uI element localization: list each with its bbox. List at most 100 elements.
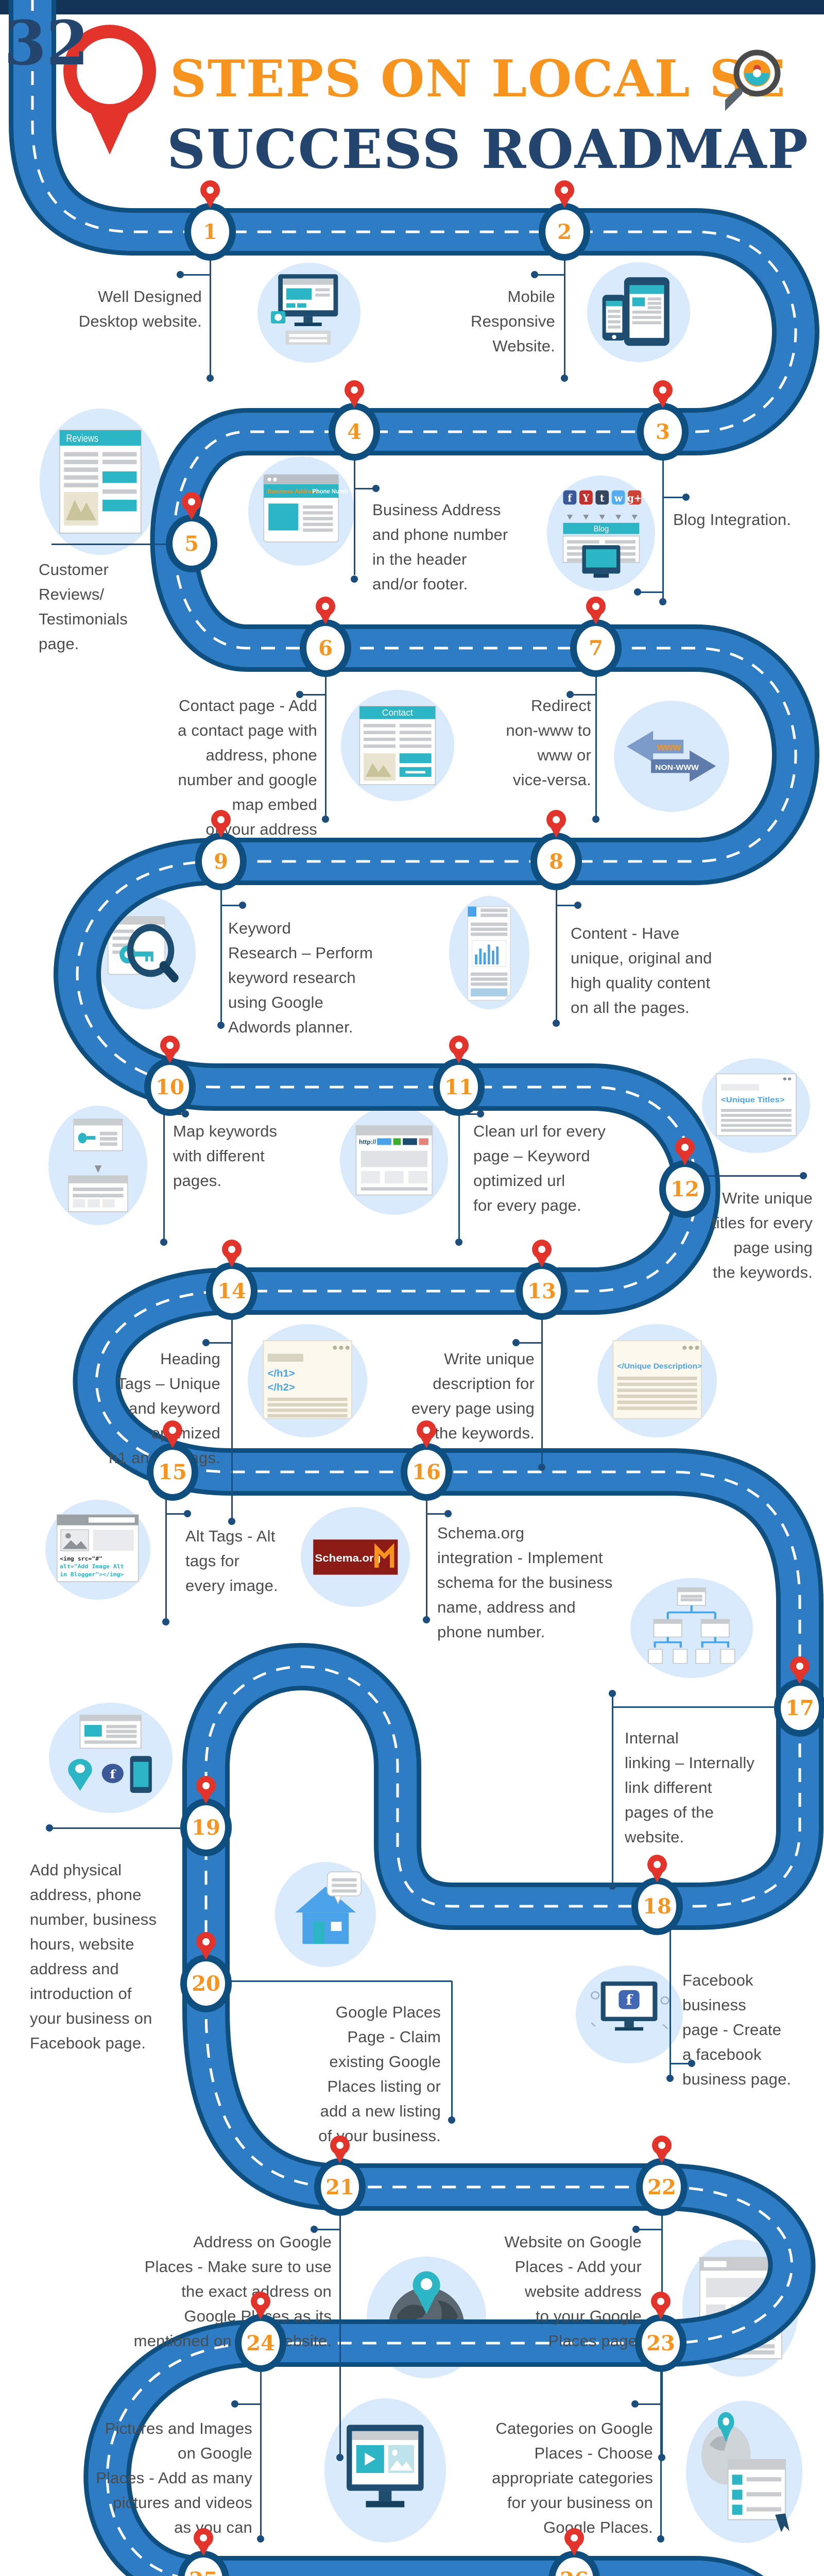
step-number: 25 xyxy=(189,2568,218,2576)
step-connector xyxy=(296,691,303,698)
step-15-text: Alt Tags - Alt tags for every image. xyxy=(185,1527,278,1595)
map-pin-icon xyxy=(182,492,201,512)
badge-circle: 19 xyxy=(187,1805,225,1850)
step-connector xyxy=(183,274,210,276)
map-pin-icon xyxy=(222,1240,242,1259)
schema-icon: Schema.org xyxy=(301,1507,410,1607)
step-connector xyxy=(231,1980,452,1982)
step-4-text: Business Address and phone number in the… xyxy=(372,501,508,594)
step-16-text: Schema.org integration - Implement schem… xyxy=(437,1524,613,1641)
step-connector xyxy=(239,902,246,909)
step-connector xyxy=(311,2226,318,2233)
step-connector xyxy=(682,494,690,501)
step-17-text: Internal linking – Internally link diffe… xyxy=(625,1729,755,1846)
step-connector xyxy=(209,246,211,375)
map-pin-tail xyxy=(215,827,227,838)
map-pin-tail xyxy=(657,398,668,408)
content-doc-icon xyxy=(449,896,529,1009)
step-10-text: Map keywords with different pages. xyxy=(173,1122,278,1190)
map-pin-tail xyxy=(590,614,602,624)
step-count: 32 xyxy=(4,7,89,79)
map-pin-tail xyxy=(334,2153,346,2163)
map-pin-tail xyxy=(651,1872,663,1883)
map-pin-icon xyxy=(345,380,364,400)
svg-text:Reviews: Reviews xyxy=(66,432,99,444)
svg-text:g+: g+ xyxy=(627,492,641,504)
step-connector xyxy=(184,1510,191,1517)
unique-description-icon: </Unique Description> xyxy=(597,1324,717,1437)
step-connector xyxy=(659,598,666,605)
title-line1: STEPS ON LOCAL SE xyxy=(170,49,786,109)
step-connector xyxy=(632,2226,640,2233)
map-pin-tail xyxy=(453,1053,465,1063)
step-connector xyxy=(52,1827,190,1829)
step-number: 6 xyxy=(318,636,333,660)
unique-titles-icon: <Unique Titles> xyxy=(702,1058,810,1153)
step-connector xyxy=(609,1690,616,1697)
step-connector xyxy=(670,2062,689,2064)
step-5-text: Customer Reviews/ Testimonials page. xyxy=(39,561,128,653)
svg-text:</Unique Description>: </Unique Description> xyxy=(617,1362,702,1371)
step-number: 14 xyxy=(217,1279,246,1303)
badge-circle: 13 xyxy=(523,1269,561,1313)
map-pin-icon xyxy=(652,2136,672,2155)
step-connector xyxy=(660,2366,662,2536)
step-13-text: Write unique description for every page … xyxy=(411,1350,535,1443)
title-pin-badge xyxy=(63,25,156,155)
badge-circle: 4 xyxy=(335,410,373,454)
badge-circle: 15 xyxy=(153,1450,192,1494)
map-pin-tail xyxy=(167,1438,178,1448)
step-connector xyxy=(231,2400,238,2408)
map-pin-tail xyxy=(551,827,562,838)
svg-text:Y: Y xyxy=(582,492,590,504)
step-number: 24 xyxy=(246,2331,275,2355)
map-pin-icon xyxy=(330,2136,350,2155)
step-connector xyxy=(177,271,184,278)
step-number: 10 xyxy=(156,1075,184,1099)
map-pin-tail xyxy=(200,1793,212,1804)
step-connector xyxy=(182,1110,189,1117)
step-connector xyxy=(566,691,574,698)
step-connector xyxy=(800,1172,807,1179)
step-connector xyxy=(574,902,581,909)
step-connector xyxy=(221,904,239,906)
step-connector xyxy=(519,1342,542,1344)
fb-profile-icon: f xyxy=(49,1703,173,1813)
step-number: 19 xyxy=(192,1815,220,1840)
badge-circle: 24 xyxy=(242,2321,280,2365)
step-connector xyxy=(555,883,557,1020)
step-connector xyxy=(531,271,538,278)
map-pin-tail xyxy=(569,2546,580,2556)
step-connector xyxy=(351,575,358,583)
step-connector xyxy=(477,1110,484,1117)
step-number: 21 xyxy=(325,2175,354,2199)
step-20-text: Google Places Page - Claim existing Goog… xyxy=(318,2003,441,2145)
badge-circle: 10 xyxy=(151,1065,189,1109)
map-pin-icon xyxy=(653,380,673,400)
map-pin-tail xyxy=(204,198,216,208)
facebook-monitor-icon: f xyxy=(576,1965,683,2063)
step-connector xyxy=(160,1239,167,1246)
step-7-text: Redirect non-www to www or vice-versa. xyxy=(506,697,591,789)
map-pin-tail xyxy=(200,1950,212,1960)
badge-circle: 7 xyxy=(577,626,615,670)
svg-text:t: t xyxy=(600,492,605,504)
map-pin-tail xyxy=(559,198,570,208)
map-pin-tail xyxy=(794,1674,805,1684)
step-connector xyxy=(322,816,329,823)
desktop-website-icon xyxy=(258,263,360,363)
contact-page-icon: Contact xyxy=(341,690,454,801)
step-connector xyxy=(425,1494,427,1617)
step-connector xyxy=(46,1824,53,1832)
badge-circle: 20 xyxy=(187,1961,225,2006)
svg-text:f: f xyxy=(626,1992,634,2008)
step-connector xyxy=(448,2116,455,2124)
badge-circle: 3 xyxy=(644,410,682,454)
map-pin-tail xyxy=(186,510,197,520)
step-connector xyxy=(52,543,179,545)
badge-circle: 23 xyxy=(642,2321,680,2365)
keyword-research-icon xyxy=(95,896,196,1009)
step-9-text: Keyword Research – Perform keyword resea… xyxy=(228,919,373,1037)
step-connector xyxy=(663,496,685,498)
